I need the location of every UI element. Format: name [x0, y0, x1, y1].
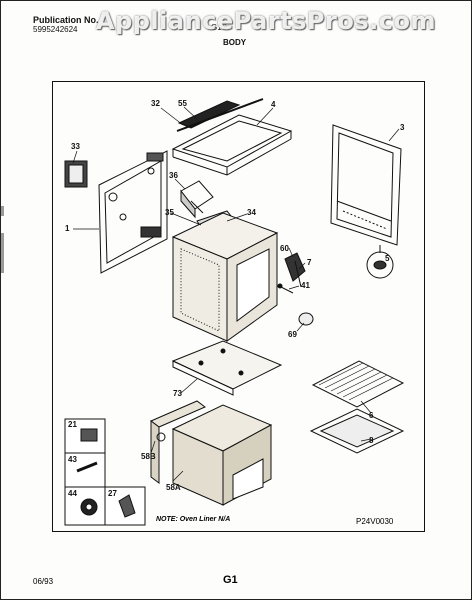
scan-mark	[1, 233, 4, 273]
callout-1: 1	[65, 224, 70, 233]
callout-41: 41	[301, 281, 310, 290]
model-code: G1S	[211, 23, 228, 32]
oven-body	[171, 212, 279, 342]
leader-lines	[72, 106, 400, 482]
part-73-bottom-panel	[171, 340, 283, 396]
part-36-burner-box	[180, 180, 214, 219]
publication-number: 5995242624	[33, 25, 78, 34]
scan-mark	[1, 206, 4, 216]
part-4-top-frame	[171, 114, 293, 176]
callout-32: 32	[151, 99, 160, 108]
callout-34: 34	[247, 208, 256, 217]
part-5-knob	[366, 245, 394, 279]
section-title: BODY	[223, 38, 247, 47]
callout-58b: 58B	[141, 452, 156, 461]
part-33-bracket	[64, 160, 88, 188]
callout-36: 36	[169, 171, 178, 180]
revision-date: 06/93	[33, 577, 54, 586]
callout-58a: 58A	[166, 483, 181, 492]
diagram-frame	[52, 81, 425, 532]
part-41-screw	[277, 283, 294, 294]
callout-7: 7	[307, 258, 312, 267]
callout-43: 43	[68, 455, 77, 464]
part-1-back-panel	[98, 150, 168, 274]
part-8-broiler-pan	[309, 408, 405, 454]
part-58a-insulation	[171, 404, 273, 506]
callout-27: 27	[108, 489, 117, 498]
callout-5: 5	[385, 254, 390, 263]
callout-4: 4	[271, 100, 276, 109]
part-58b-insulation	[150, 400, 206, 484]
callout-35: 35	[165, 208, 174, 217]
callout-8: 8	[369, 436, 374, 445]
oven-liner-note: NOTE: Oven Liner N/A	[156, 516, 231, 523]
watermark-logo: AppliancePartsPros.com	[96, 7, 436, 35]
callout-33: 33	[71, 142, 80, 151]
callout-69: 69	[288, 330, 297, 339]
callout-21: 21	[68, 420, 77, 429]
callout-3: 3	[400, 123, 405, 132]
part-6-oven-rack	[311, 360, 405, 408]
callout-73: 73	[173, 389, 182, 398]
callout-6: 6	[369, 411, 374, 420]
callout-55: 55	[178, 99, 187, 108]
callout-60: 60	[280, 244, 289, 253]
part-3-door-panel	[330, 124, 402, 246]
part-55-insulation	[176, 98, 264, 132]
hardware-inset-boxes	[64, 418, 146, 526]
callout-44: 44	[68, 489, 77, 498]
publication-label: Publication No.	[33, 15, 99, 25]
diagram-id: P24V0030	[356, 517, 394, 526]
page-number: G1	[223, 574, 238, 586]
part-69-plug	[298, 312, 314, 326]
part-7-hinge	[284, 252, 306, 288]
